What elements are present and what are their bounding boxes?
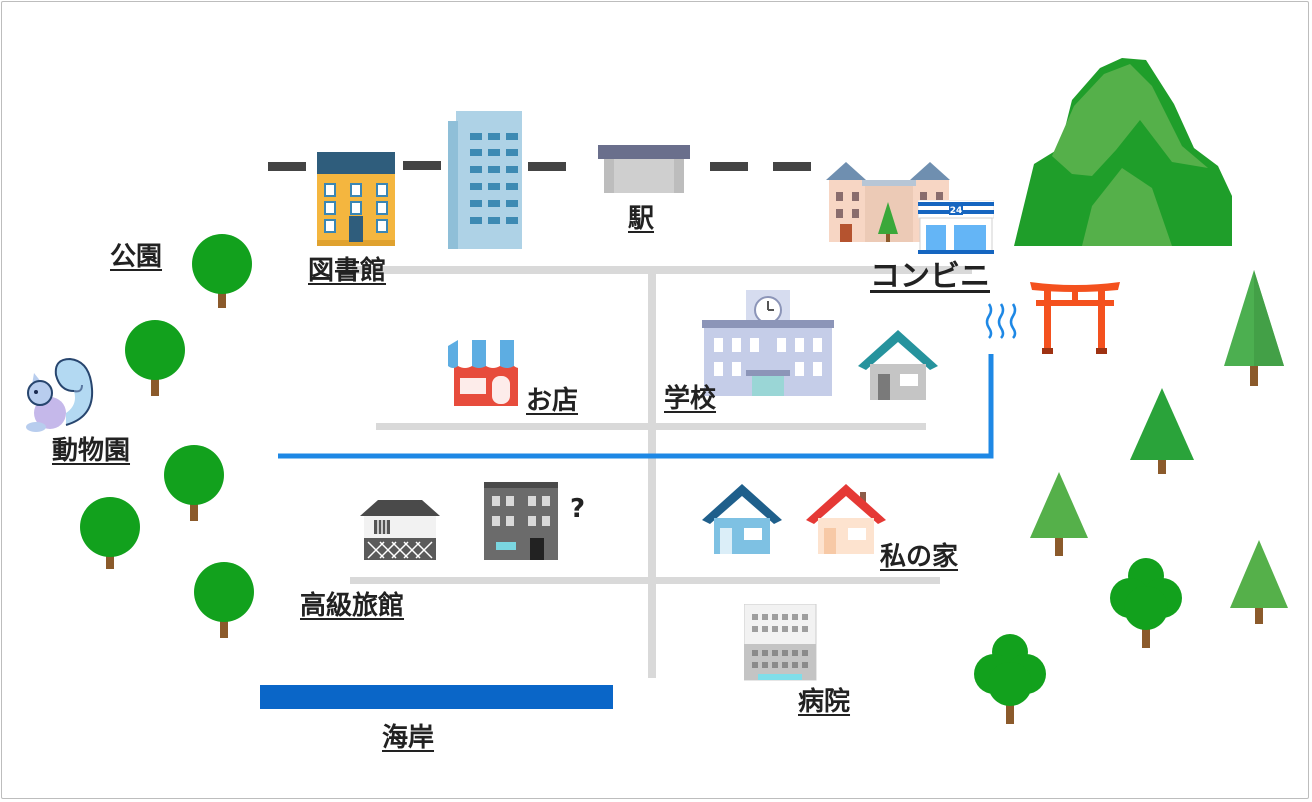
road-north: [352, 266, 972, 274]
torii-gate-icon[interactable]: [1030, 278, 1120, 356]
label-hospital[interactable]: 病院: [798, 687, 851, 717]
bushy-tree-icon: [974, 634, 1046, 726]
convenience-store-icon[interactable]: 24: [918, 200, 994, 254]
tree-icon: [78, 497, 142, 571]
label-school[interactable]: 学校: [664, 384, 717, 414]
label-my-house[interactable]: 私の家: [880, 542, 959, 572]
label-convenience-store[interactable]: コンビニ: [870, 259, 990, 294]
my-house-icon[interactable]: [806, 484, 886, 556]
conifer-tree-icon: [1028, 472, 1090, 556]
label-library[interactable]: 図書館: [308, 256, 387, 286]
hospital-building-icon[interactable]: [744, 604, 818, 682]
road-vertical: [648, 268, 656, 678]
tree-icon: [192, 562, 256, 640]
office-tower-icon[interactable]: [448, 111, 524, 249]
label-shop[interactable]: お店: [526, 386, 579, 416]
road-south: [350, 577, 940, 584]
label-hotel[interactable]: 高級旅館: [300, 591, 405, 621]
store-sign-text: 24: [950, 206, 963, 216]
sea-strip: [260, 685, 613, 709]
grey-apartment-icon[interactable]: [484, 482, 560, 562]
hot-spring-icon: [984, 302, 1020, 340]
shop-icon[interactable]: [448, 340, 524, 408]
label-station[interactable]: 駅: [628, 204, 655, 234]
conifer-tree-icon: [1228, 540, 1290, 624]
tree-icon: [123, 320, 187, 396]
label-coast[interactable]: 海岸: [382, 723, 435, 753]
school-building-icon[interactable]: [702, 290, 834, 398]
question-mark: ?: [570, 494, 586, 524]
grey-house-icon[interactable]: [858, 330, 938, 402]
label-zoo[interactable]: 動物園: [52, 436, 131, 466]
label-park[interactable]: 公園: [110, 242, 163, 272]
blue-house-icon[interactable]: [702, 484, 782, 556]
squirrel-icon[interactable]: [18, 355, 98, 435]
conifer-tree-icon: [1222, 270, 1286, 388]
apartment-building-icon[interactable]: [826, 162, 952, 244]
bushy-tree-icon: [1110, 558, 1182, 650]
storehouse-icon[interactable]: [360, 498, 440, 562]
library-building-icon[interactable]: [317, 152, 397, 248]
conifer-tree-icon: [1128, 388, 1196, 476]
tree-icon: [190, 234, 254, 310]
tree-icon: [162, 445, 226, 523]
mountain-icon: [1012, 56, 1234, 248]
station-building-icon[interactable]: [598, 145, 690, 195]
